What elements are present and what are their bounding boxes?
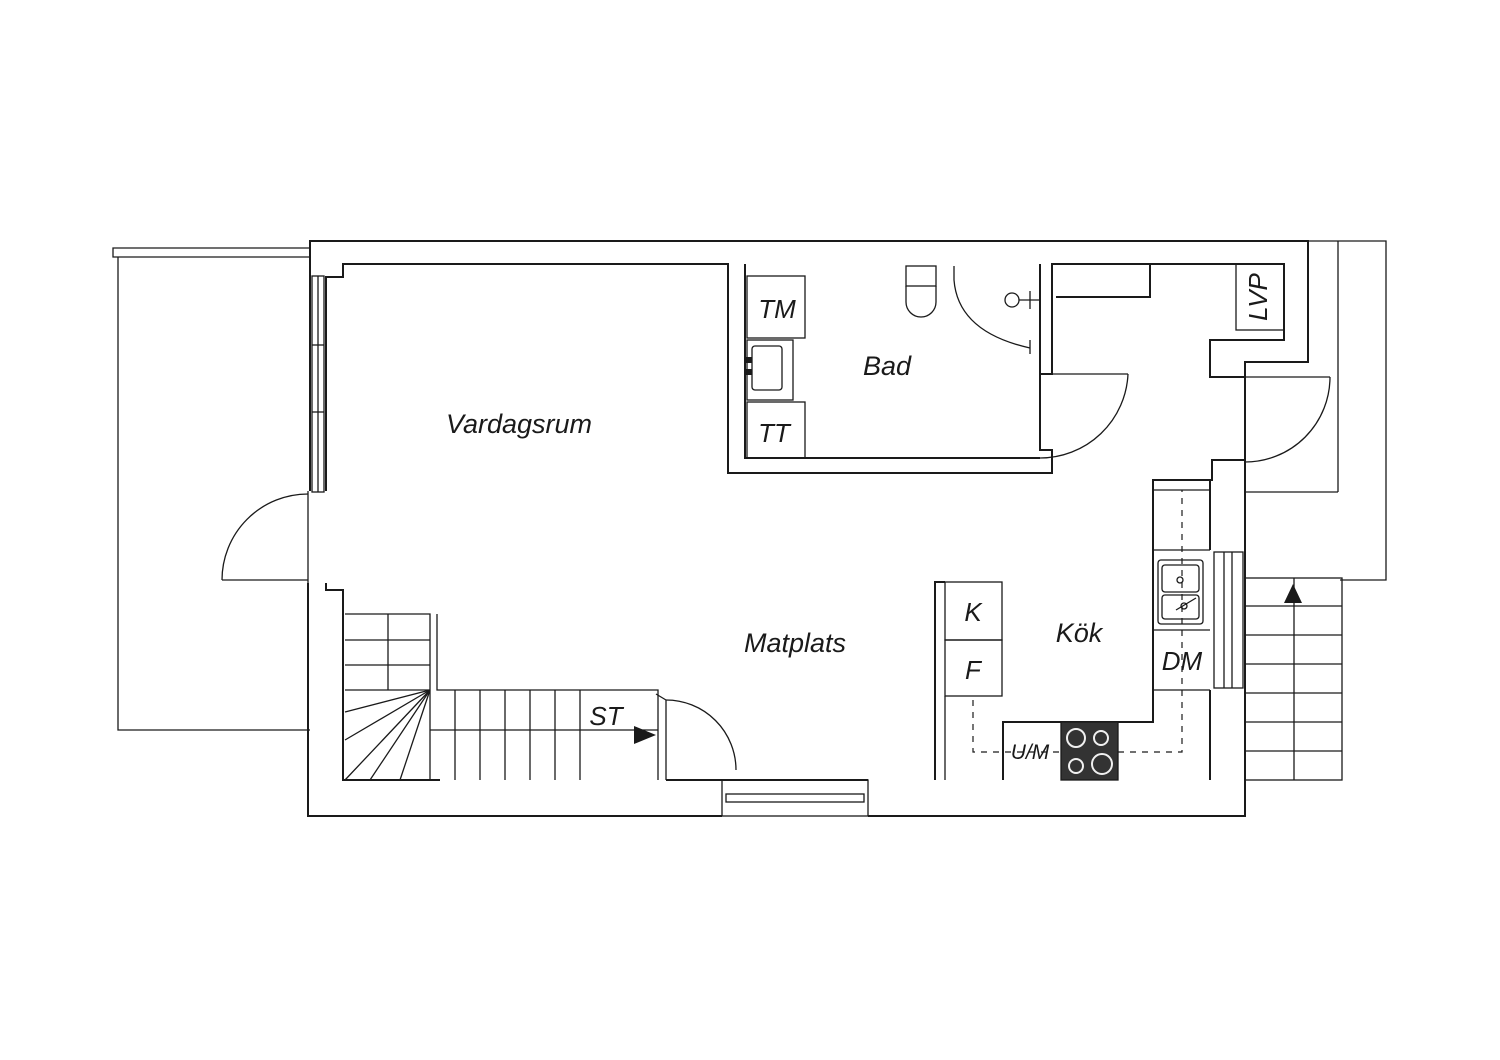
bathroom-walls	[744, 264, 1041, 459]
bathroom-fixtures	[746, 265, 1040, 459]
doors	[221, 373, 1331, 780]
windows	[311, 275, 1244, 817]
room-label-kok: Kök	[1056, 618, 1104, 648]
fixture-label-lvp: LVP	[1243, 272, 1273, 320]
fixture-label-dm: DM	[1162, 646, 1203, 676]
kitchen-fixtures	[944, 263, 1285, 781]
fixture-label-f: F	[965, 655, 983, 685]
fixture-label-um: U/M	[1011, 741, 1050, 764]
stair-direction-arrow	[634, 726, 656, 744]
exterior-wall	[307, 240, 1309, 817]
fixture-label-tm: TM	[758, 294, 796, 324]
fixture-label-st: ST	[589, 701, 624, 731]
staircase	[344, 613, 659, 781]
room-label-vardagsrum: Vardagsrum	[446, 409, 592, 439]
entrance-steps	[1244, 577, 1343, 781]
entry-arrow	[1284, 584, 1302, 603]
fixture-label-k: K	[964, 597, 983, 627]
room-label-bad: Bad	[863, 351, 912, 381]
fixture-label-tt: TT	[758, 418, 792, 448]
left-terrace	[112, 247, 310, 731]
room-label-matplats: Matplats	[744, 628, 846, 658]
exterior-wall-inner	[325, 263, 1285, 781]
utility-corner	[1056, 264, 1151, 298]
